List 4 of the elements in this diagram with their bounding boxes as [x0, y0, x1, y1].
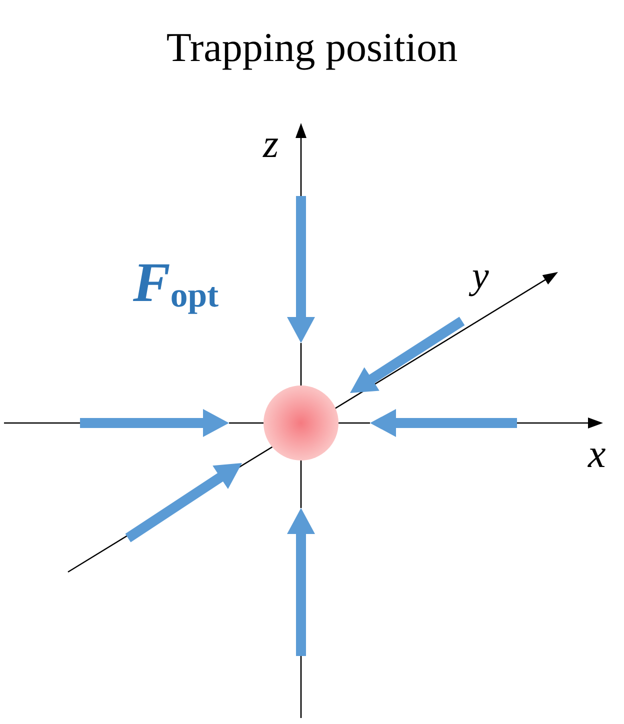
- diagram-title: Trapping position: [165, 27, 459, 68]
- axis-label: z: [263, 124, 279, 164]
- force-label: F$_{opt}$: [133, 255, 219, 314]
- axis-label: x: [588, 434, 606, 474]
